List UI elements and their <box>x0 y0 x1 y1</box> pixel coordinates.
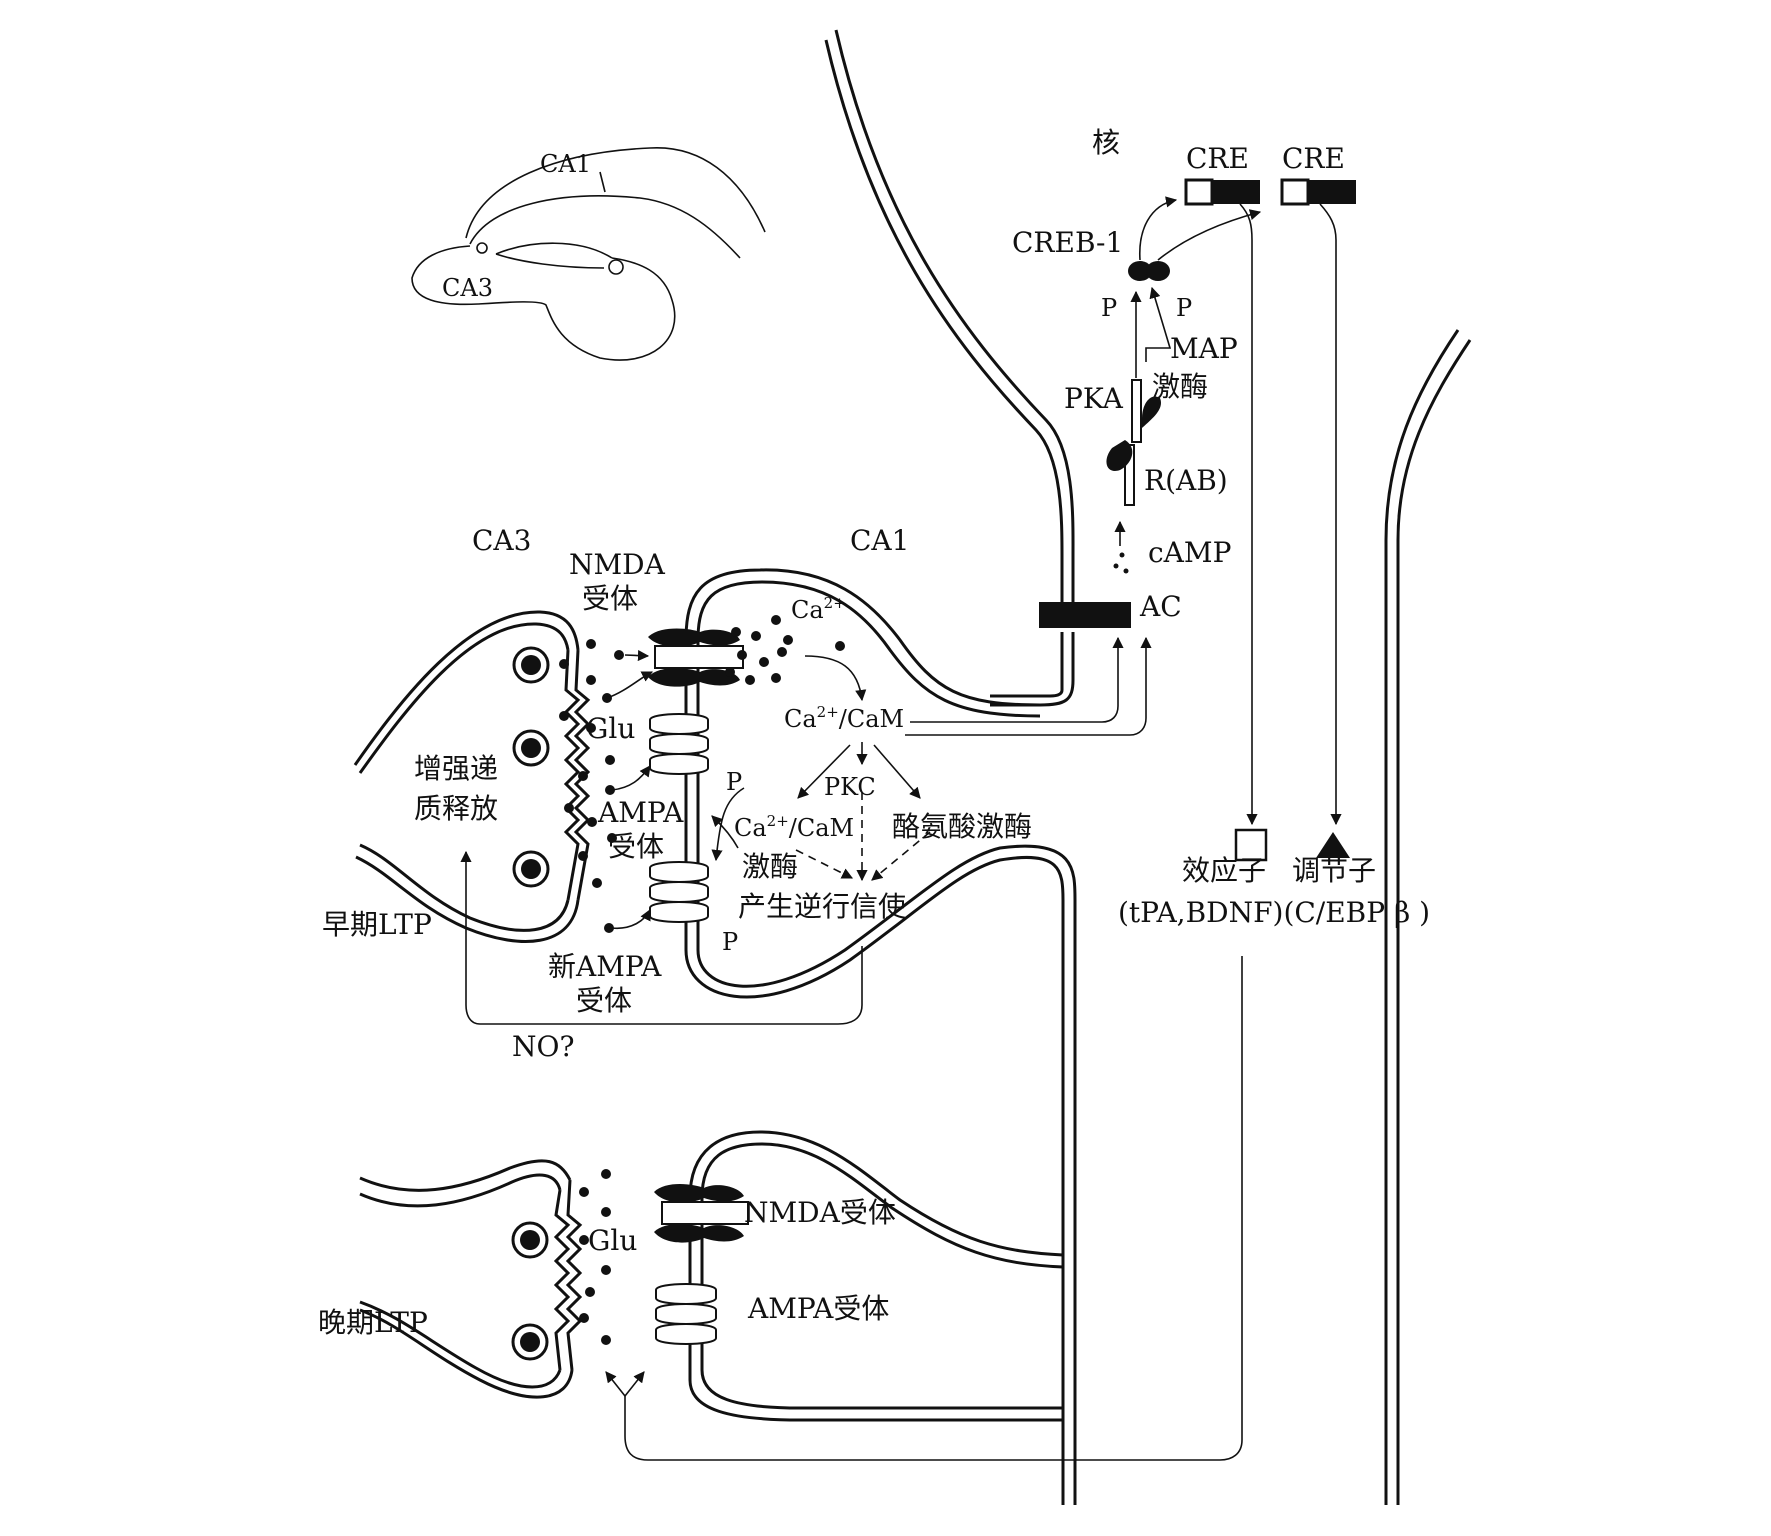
new-ampa-label-2: 受体 <box>576 984 632 1017</box>
creb-label: CREB-1 <box>1012 226 1123 259</box>
late-ltp-ca3-terminal <box>359 1159 583 1399</box>
late-ltp-label: 晚期LTP <box>318 1306 428 1339</box>
creb-phospho-right: P <box>1176 294 1192 322</box>
pka-subunit-icon <box>1131 379 1142 443</box>
ampa-label-2: 受体 <box>608 830 664 863</box>
camp-dots <box>1113 552 1129 574</box>
gene-products-label: (tPA,BDNF)(C/EBP β ) <box>1118 896 1430 929</box>
nmda-label-2: 受体 <box>582 582 638 615</box>
late-arrow-left <box>605 1371 626 1397</box>
late-ampa-receptor-icon <box>655 1283 717 1345</box>
pka-catalytic-icon <box>1140 396 1161 430</box>
late-arrow-right <box>624 1371 645 1397</box>
cacam-label: Ca2+/CaM <box>784 703 904 733</box>
tyrosine-kinase-label: 酪氨酸激酶 <box>892 810 1032 843</box>
new-ampa-label-1: 新AMPA <box>548 950 662 983</box>
cacam-kinase-label: Ca2+/CaM <box>734 812 854 842</box>
pkc-label: PKC <box>824 773 876 801</box>
hippo-ca1-label: CA1 <box>540 150 591 178</box>
pka-label: PKA <box>1064 382 1124 415</box>
early-ltp-ca3-terminal <box>353 610 591 943</box>
enhanced-release-label-1: 增强递 <box>414 752 498 785</box>
ca1-electrode-icon <box>608 259 624 275</box>
glu-label: Glu <box>586 712 635 745</box>
late-nmda-receptor-icon <box>654 1184 749 1243</box>
nmda-receptor-icon <box>648 628 744 687</box>
early-ltp-arrows <box>460 636 1152 1025</box>
ac-label: AC <box>1139 590 1182 623</box>
late-nmda-label: NMDA受体 <box>744 1196 896 1229</box>
map-kinase-label-2: 激酶 <box>1152 370 1208 403</box>
creb-phospho-left: P <box>1101 294 1117 322</box>
nucleus-signaling <box>1039 178 1356 862</box>
late-glu-label: Glu <box>588 1224 637 1257</box>
hippo-ca3-label: CA3 <box>442 274 493 302</box>
right-neuron-membrane <box>1384 329 1472 1505</box>
kinase-label: 激酶 <box>742 850 798 883</box>
ampa-label-1: AMPA <box>597 796 684 829</box>
cre-label-1: CRE <box>1186 142 1249 175</box>
ampa-receptor-icon <box>649 713 709 775</box>
cre-box-icon-2 <box>1280 178 1310 206</box>
nucleus-label: 核 <box>1092 126 1120 159</box>
retrograde-messenger-label: 产生逆行信使 <box>738 890 906 923</box>
cre-box-icon <box>1184 178 1214 206</box>
regulator-label: 调节子 <box>1292 854 1376 887</box>
nmda-label-1: NMDA <box>569 548 666 581</box>
ca1-neuron-membrane <box>824 29 1075 707</box>
phospho-label-lower: P <box>722 928 738 956</box>
ca3-label: CA3 <box>472 524 531 557</box>
no-label: NO? <box>512 1030 574 1063</box>
late-ltp-ca1-spine <box>688 1130 1064 1422</box>
synaptic-vesicles <box>512 646 550 888</box>
glutamate-dots <box>559 639 624 933</box>
camp-label: cAMP <box>1148 536 1231 569</box>
new-ampa-receptor-icon <box>649 861 709 923</box>
enhanced-release-label-2: 质释放 <box>414 792 498 825</box>
late-glutamate-dots <box>579 1169 611 1345</box>
map-kinase-label-1: MAP <box>1170 332 1238 365</box>
rab-label: R(AB) <box>1144 464 1228 497</box>
hippocampus-sketch: CA1 CA3 <box>411 147 766 361</box>
adenylyl-cyclase-icon <box>1039 602 1131 628</box>
calcium-dots <box>725 615 845 685</box>
cre-label-2: CRE <box>1282 142 1345 175</box>
calcium-label: Ca2+ <box>791 594 846 624</box>
late-ltp-return-arrow <box>624 956 1243 1461</box>
late-ampa-label: AMPA受体 <box>747 1292 889 1325</box>
ca1-label: CA1 <box>850 524 909 557</box>
early-ltp-label: 早期LTP <box>322 908 432 941</box>
creb-1-icon <box>1128 261 1152 281</box>
regulator-icon <box>1316 832 1350 858</box>
ca3-electrode-icon <box>476 242 488 254</box>
pka-catalytic-icon-2 <box>1106 440 1133 471</box>
phospho-label-upper: P <box>726 768 742 796</box>
effector-icon <box>1234 828 1268 862</box>
effector-label: 效应子 <box>1182 854 1266 887</box>
labels: CA3 CA1 NMDA 受体 Ca2+ Glu 增强递 质释放 AMPA 受体… <box>318 126 1430 1339</box>
